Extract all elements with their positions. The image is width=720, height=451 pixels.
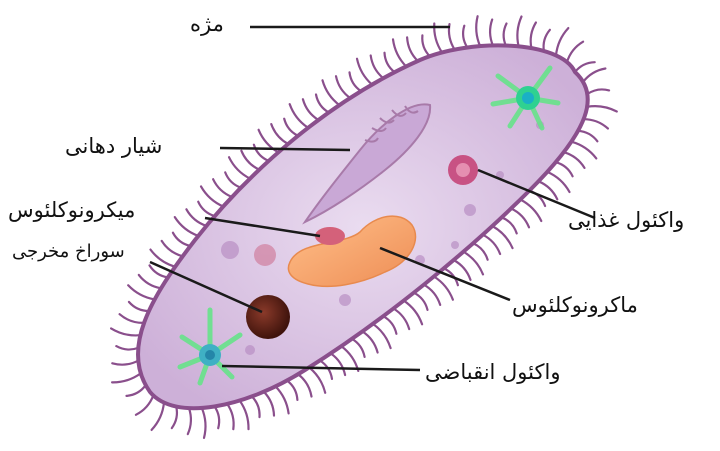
cilium [240, 401, 249, 430]
cilium [198, 202, 215, 216]
label-anal-pore: سوراخ مخرجی [12, 243, 125, 261]
cilium [112, 361, 138, 365]
cilium [362, 331, 377, 352]
cilium [116, 346, 138, 349]
cilium [393, 39, 406, 66]
cilium [511, 209, 529, 228]
cilium [575, 62, 595, 72]
cilium [336, 76, 350, 98]
label-food-vacuole: واکئول غذایی [568, 210, 684, 231]
cilium [587, 89, 609, 94]
cilium [371, 56, 384, 79]
label-cilia: مژه [190, 14, 224, 35]
cilium [323, 80, 340, 105]
cilium [284, 119, 298, 136]
cilium [254, 145, 269, 161]
cilium [556, 162, 573, 176]
cilium [463, 26, 467, 48]
cilium [422, 35, 429, 56]
cilium [473, 243, 488, 260]
cilium [517, 17, 521, 47]
cilium [584, 119, 608, 128]
cilium [383, 316, 396, 334]
cilium [504, 24, 507, 46]
cilium [571, 142, 596, 159]
cilium [331, 353, 345, 375]
cilium [556, 28, 568, 55]
cilium [303, 99, 319, 120]
cilium [111, 328, 140, 335]
label-contractile-vacuole: واکئول انقباضی [425, 362, 560, 383]
cilium [587, 106, 617, 111]
cilium [407, 37, 418, 61]
cilium [186, 209, 206, 226]
cilium [385, 53, 395, 72]
cilium [213, 179, 232, 197]
cilium [490, 20, 493, 46]
cilium [252, 396, 260, 417]
cilium [172, 407, 177, 429]
cilium [112, 373, 141, 382]
cilium [531, 23, 536, 49]
cilium [357, 59, 372, 85]
cilium [271, 124, 288, 144]
cilium [225, 172, 241, 187]
cilium [502, 217, 517, 233]
label-macronucleus: ماکرونوکلئوس [512, 295, 638, 316]
label-micronucleus: میکرونوکلئوس [8, 200, 135, 221]
cilium [424, 285, 440, 305]
cilium [227, 404, 233, 429]
cilium [578, 131, 597, 142]
cilium [127, 385, 146, 396]
cilium [394, 309, 410, 330]
cilium [309, 367, 325, 392]
cilium [454, 260, 471, 280]
cilium [341, 346, 358, 371]
cilium [350, 72, 362, 91]
cilium [202, 408, 206, 438]
cilium [316, 95, 329, 113]
cilium [476, 16, 480, 46]
cilium [136, 396, 153, 415]
cilium [162, 241, 183, 256]
cilium [241, 151, 259, 170]
cilium [352, 339, 365, 357]
cilium [414, 293, 428, 310]
anal-pore-shape [246, 295, 290, 339]
cilium [544, 30, 550, 51]
cilium [276, 386, 289, 413]
cilium [139, 275, 161, 288]
cilium [188, 408, 191, 434]
cilium [264, 392, 274, 416]
cilium [173, 233, 191, 246]
cilium [152, 403, 164, 430]
cilium [120, 314, 144, 323]
cilium [128, 285, 155, 299]
cilium [567, 42, 583, 62]
label-oral-groove: شیار دهانی [65, 136, 162, 157]
food-vacuole-core [456, 163, 470, 177]
cilium [129, 302, 149, 311]
cilium [564, 152, 585, 168]
cilium [298, 374, 311, 396]
cilium [483, 235, 500, 254]
cilium [215, 407, 220, 429]
cilium [583, 69, 605, 82]
cilium [287, 381, 297, 400]
cilium [320, 361, 332, 379]
